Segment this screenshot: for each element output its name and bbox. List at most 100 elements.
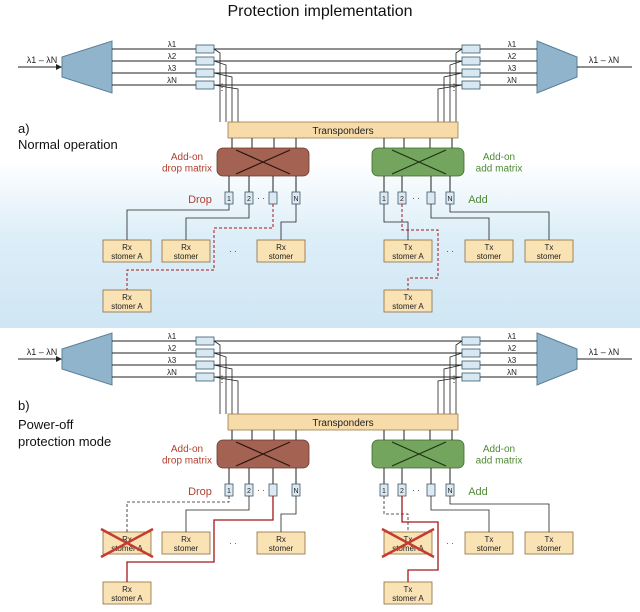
splitter-right — [461, 348, 481, 358]
splitter-left — [195, 336, 215, 346]
splitter-left — [195, 348, 215, 358]
port-label: N — [447, 488, 452, 495]
vertical-ellipsis: ⋮ — [450, 374, 459, 384]
add-port — [426, 483, 436, 497]
matrix-path — [235, 441, 291, 467]
splitter-right — [461, 336, 481, 346]
port-ellipsis: · · — [257, 486, 265, 495]
figure-title: Protection implementation — [227, 3, 413, 20]
splitter-right — [461, 68, 481, 78]
port-label: 1 — [382, 196, 386, 203]
drop-port — [268, 483, 278, 497]
tap-line — [213, 72, 233, 122]
lambda-label-right: λ3 — [508, 64, 517, 73]
tx-protection-path — [401, 204, 439, 290]
lambda-label-left: λ1 — [168, 40, 177, 49]
lambda-label-left: λ3 — [168, 64, 177, 73]
lambda-out-label: λ1 – λN — [589, 347, 620, 357]
port-label: 2 — [247, 488, 251, 495]
panel-a-letter: a) — [18, 121, 30, 136]
tap-line — [213, 376, 239, 414]
customer-ellipsis: · · — [229, 539, 237, 548]
drop-link — [280, 204, 297, 240]
port-label: N — [447, 196, 452, 203]
lambda-label-right: λN — [507, 76, 517, 85]
panel-b-caption: Power-off protection mode — [18, 417, 112, 449]
tap-line — [455, 340, 463, 414]
tap-line — [213, 364, 233, 414]
lambda-label-right: λ3 — [508, 356, 517, 365]
vertical-ellipsis: ⋮ — [218, 82, 227, 92]
drop-label: Drop — [188, 486, 212, 498]
tx-protection-path — [401, 496, 439, 582]
customer-ellipsis: · · — [229, 247, 237, 256]
splitter-right — [461, 80, 481, 90]
add-link-a — [383, 496, 409, 532]
input-arrowhead — [56, 356, 62, 362]
input-arrowhead — [56, 64, 62, 70]
splitter-right — [461, 372, 481, 382]
matrix-path — [235, 149, 291, 175]
transponders-bar — [227, 413, 459, 431]
lambda-out-label: λ1 – λN — [589, 55, 620, 65]
matrix-path — [391, 441, 447, 467]
port-ellipsis: · · — [257, 194, 265, 203]
add-label: Add — [468, 194, 488, 206]
rx-protection-path — [126, 496, 274, 582]
tap-line — [443, 364, 463, 414]
transponders-label: Transponders — [312, 126, 373, 137]
drop-link — [185, 496, 250, 532]
drop-link-a — [126, 204, 230, 240]
lambda-in-label: λ1 – λN — [27, 55, 58, 65]
tap-line — [213, 60, 227, 122]
splitter-left — [195, 68, 215, 78]
splitter-left — [195, 56, 215, 66]
splitter-left — [195, 80, 215, 90]
lambda-label-left: λ1 — [168, 332, 177, 341]
add-port — [426, 191, 436, 205]
drop-label: Drop — [188, 194, 212, 206]
drop-port — [268, 191, 278, 205]
drop-link — [280, 496, 297, 532]
add-link — [449, 204, 550, 240]
port-label: 2 — [400, 488, 404, 495]
lambda-label-right: λN — [507, 368, 517, 377]
rx-protection-path — [126, 204, 274, 290]
demux — [61, 40, 113, 94]
add-link-a — [383, 204, 409, 240]
drop-link-a — [126, 496, 230, 532]
lambda-label-left: λN — [167, 76, 177, 85]
matrix-path — [391, 149, 447, 175]
mux — [536, 332, 578, 386]
tap-line — [213, 340, 221, 414]
customer-ellipsis: · · — [446, 247, 454, 256]
panel-a-caption: Normal operation — [18, 137, 118, 152]
drop-link — [185, 204, 250, 240]
port-label: 2 — [400, 196, 404, 203]
lambda-label-left: λN — [167, 368, 177, 377]
tap-line — [437, 84, 463, 122]
vertical-ellipsis: ⋮ — [450, 82, 459, 92]
